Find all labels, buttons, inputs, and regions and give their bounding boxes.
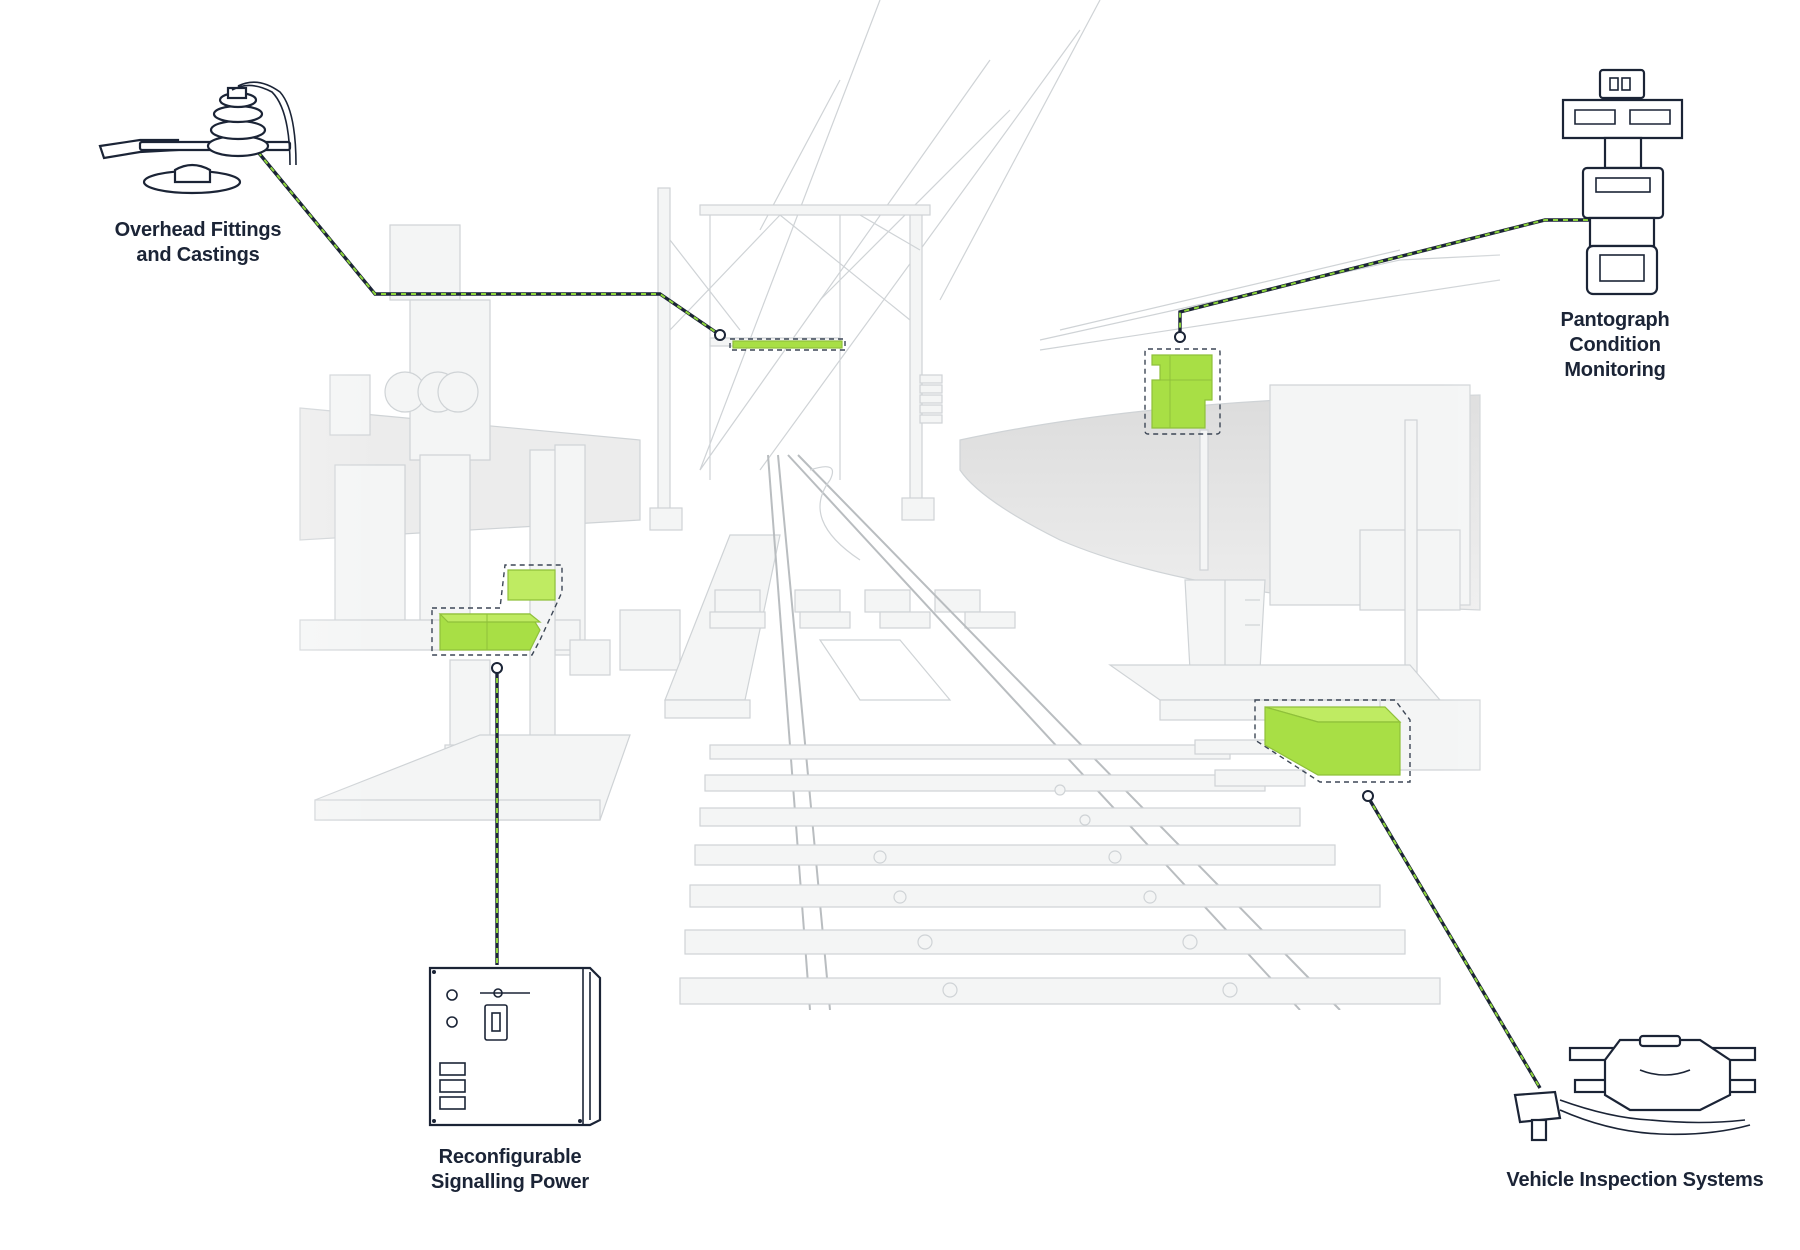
leader-vehicle	[1362, 790, 1542, 1089]
anchor-dot-vehicle	[1362, 790, 1374, 802]
pantograph-sensor-icon	[1561, 68, 1684, 296]
label-vehicle-inspection: Vehicle Inspection Systems	[1490, 1168, 1780, 1193]
label-vehicle-line-1: Vehicle Inspection Systems	[1506, 1169, 1764, 1191]
label-pantograph-line-3: Monitoring	[1564, 359, 1666, 381]
wheel-inspection-sensor-icon	[1513, 1034, 1757, 1142]
central-platform	[664, 534, 1016, 719]
leader-overhead	[256, 150, 726, 341]
overhead-insulator-icon	[98, 81, 297, 195]
highlight-signalling-power	[431, 564, 563, 656]
label-pantograph-monitoring: Pantograph Condition Monitoring	[1525, 308, 1705, 383]
anchor-dot-overhead	[714, 329, 726, 341]
right-bridge-edge	[1039, 254, 1501, 341]
overhead-gantry	[649, 187, 943, 531]
anchor-dot-signalling	[491, 662, 503, 674]
anchor-dot-pantograph	[1174, 331, 1186, 343]
label-overhead-line-2: and Castings	[136, 244, 260, 266]
left-equipment	[299, 224, 681, 821]
label-pantograph-line-2: Condition	[1569, 334, 1661, 356]
catenary-wires	[699, 0, 1101, 471]
label-overhead-fittings: Overhead Fittings and Castings	[98, 218, 298, 268]
label-signalling-power: Reconfigurable Signalling Power	[410, 1145, 610, 1195]
leader-pantograph	[1174, 218, 1598, 343]
label-pantograph-line-1: Pantograph	[1560, 309, 1670, 331]
label-signalling-line-2: Signalling Power	[431, 1171, 589, 1193]
label-overhead-line-1: Overhead Fittings	[114, 219, 282, 241]
highlight-pantograph-sensor	[1144, 348, 1221, 435]
highlight-overhead	[729, 338, 846, 351]
power-enclosure-icon	[428, 966, 602, 1127]
label-signalling-line-1: Reconfigurable	[438, 1146, 582, 1168]
highlight-vehicle-inspection	[1254, 699, 1411, 783]
railway-track	[679, 454, 1441, 1011]
leader-signalling	[491, 662, 503, 965]
